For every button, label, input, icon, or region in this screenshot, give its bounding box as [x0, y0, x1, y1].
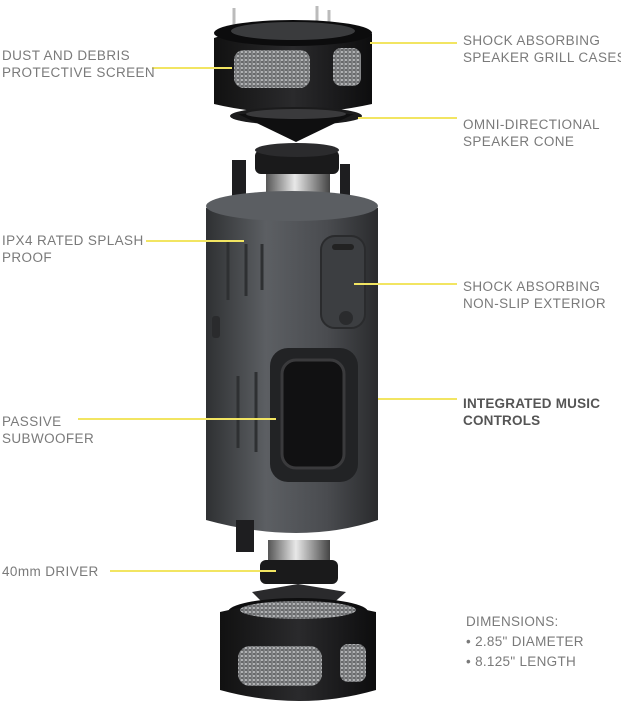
leader-line-driver	[110, 570, 276, 572]
speaker-cone-part	[230, 107, 362, 142]
callout-subwoofer: PASSIVE SUBWOOFER	[2, 414, 95, 446]
top-grill-cap	[214, 6, 372, 114]
leader-line-speaker-cone	[358, 117, 457, 119]
callout-splash-proof: IPX4 RATED SPLASH PROOF	[2, 233, 144, 265]
leader-line-music-controls	[378, 398, 457, 400]
upper-driver-stack	[232, 143, 350, 204]
dimension-diameter: 2.85" DIAMETER	[466, 632, 584, 652]
callout-dust-screen: DUST AND DEBRIS PROTECTIVE SCREEN	[2, 48, 156, 80]
callout-speaker-cone: OMNI-DIRECTIONAL SPEAKER CONE	[463, 117, 600, 149]
callout-non-slip: SHOCK ABSORBING NON-SLIP EXTERIOR	[463, 279, 607, 311]
callout-grill-cases: SHOCK ABSORBING SPEAKER GRILL CASES	[463, 33, 621, 65]
speaker-body	[206, 191, 378, 552]
dimension-length: 8.125" LENGTH	[466, 652, 584, 672]
dimensions-block: DIMENSIONS: 2.85" DIAMETER 8.125" LENGTH	[466, 612, 584, 672]
callout-music-controls: INTEGRATED MUSIC CONTROLS	[463, 396, 601, 428]
bottom-grill-cap	[220, 598, 376, 701]
leader-line-dust-screen	[152, 67, 232, 69]
leader-line-non-slip	[354, 283, 457, 285]
callout-driver: 40mm DRIVER	[2, 564, 99, 579]
leader-line-splash-proof	[146, 240, 244, 242]
dimensions-title: DIMENSIONS:	[466, 614, 559, 629]
leader-line-grill-cases	[370, 42, 457, 44]
lower-driver-part	[252, 540, 346, 606]
leader-line-subwoofer	[78, 418, 276, 420]
